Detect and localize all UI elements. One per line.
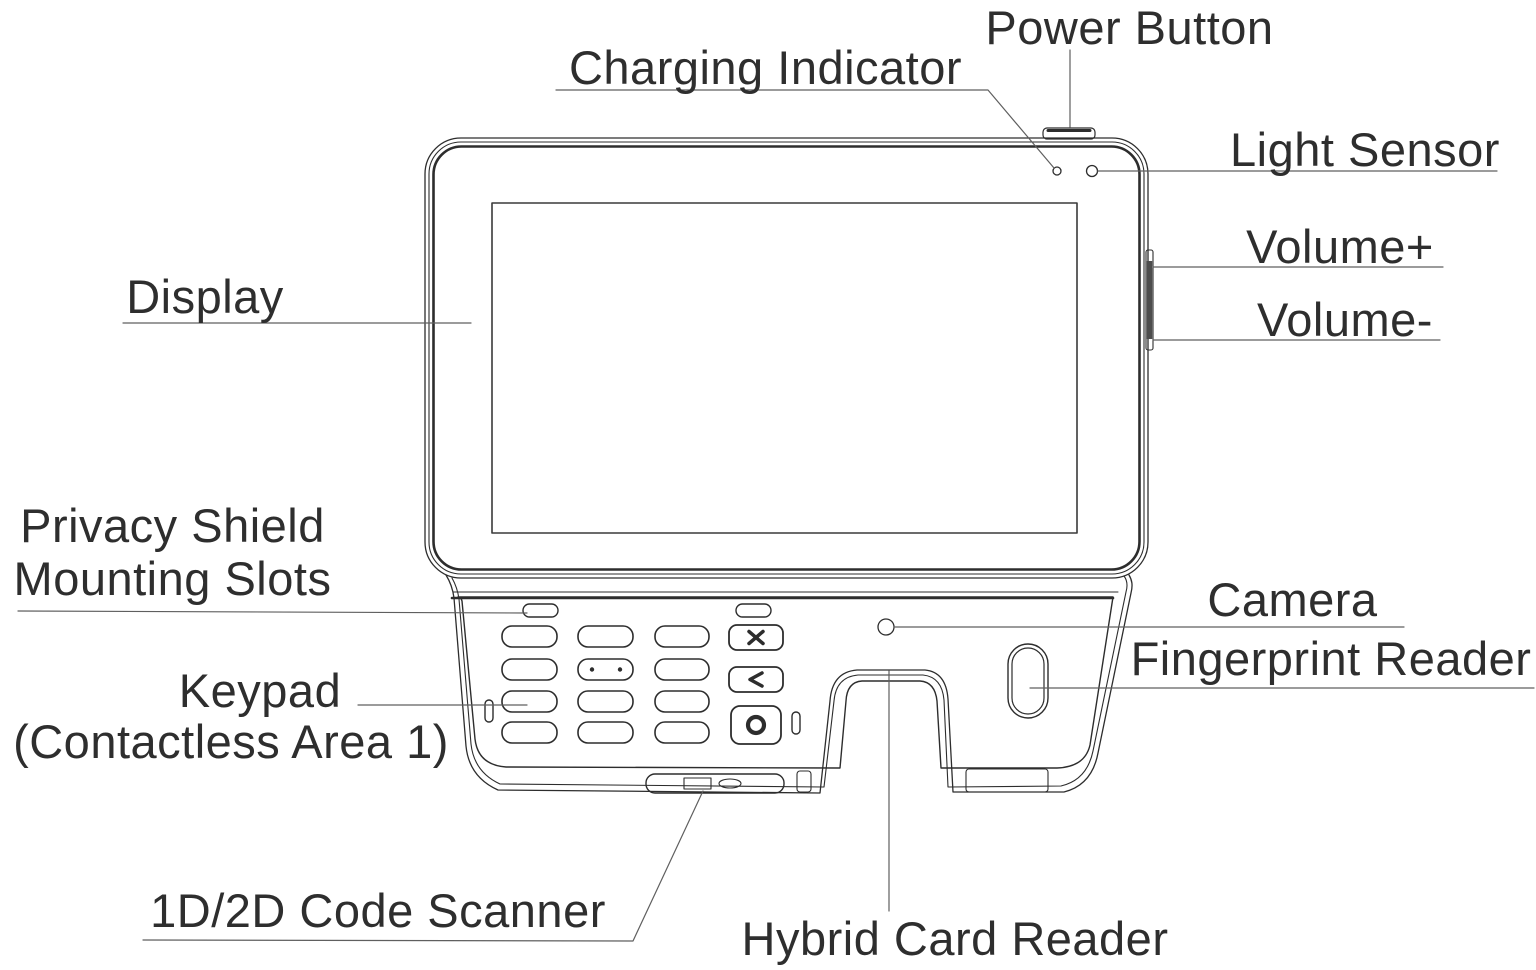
label-volume-plus: Volume+ [1246, 220, 1434, 273]
enter-circle-icon [745, 714, 767, 736]
label-privacy-shield-line2: Mounting Slots [13, 551, 332, 605]
keypad-housing-outline [445, 574, 1133, 794]
code-scanner-part [645, 773, 785, 794]
charging-indicator-leader [555, 89, 1055, 169]
tablet-body-outline [424, 137, 1149, 579]
mounting-slots-part [484, 603, 801, 735]
cancel-x-icon [747, 629, 765, 646]
display-screen [491, 202, 1078, 534]
label-power-button: Power Button [985, 1, 1274, 54]
back-arrow-icon [748, 671, 764, 688]
power-button-part [1042, 127, 1096, 140]
label-display: Display [126, 270, 284, 323]
volume-rocker-part [1145, 249, 1154, 351]
charging-indicator-part [1052, 166, 1062, 176]
label-camera: Camera [1207, 573, 1378, 626]
label-light-sensor: Light Sensor [1230, 123, 1500, 176]
leader-lines [17, 49, 1535, 942]
back-key [728, 666, 784, 693]
light-sensor-part [1085, 164, 1099, 178]
label-keypad-note: (Contactless Area 1) [13, 715, 449, 768]
cancel-key [728, 624, 784, 651]
label-charging-indicator: Charging Indicator [568, 41, 963, 94]
label-keypad: Keypad [178, 664, 342, 717]
code-scanner-leader [142, 790, 704, 942]
five-key-dot [617, 667, 623, 672]
label-fingerprint-reader: Fingerprint Reader [1130, 632, 1532, 685]
label-hybrid-card-reader: Hybrid Card Reader [741, 912, 1169, 965]
enter-key [730, 705, 782, 745]
privacy-shield-leader [17, 610, 528, 614]
camera-part [877, 618, 895, 636]
label-code-scanner: 1D/2D Code Scanner [150, 884, 606, 937]
label-volume-minus: Volume- [1257, 293, 1433, 346]
keypad-keys [501, 624, 784, 745]
fingerprint-reader-part [1007, 643, 1049, 719]
five-key-dot [589, 667, 595, 672]
label-privacy-shield-line1: Privacy Shield [20, 499, 325, 552]
label-privacy-shield: Privacy Shield Mounting Slots [0, 499, 345, 605]
